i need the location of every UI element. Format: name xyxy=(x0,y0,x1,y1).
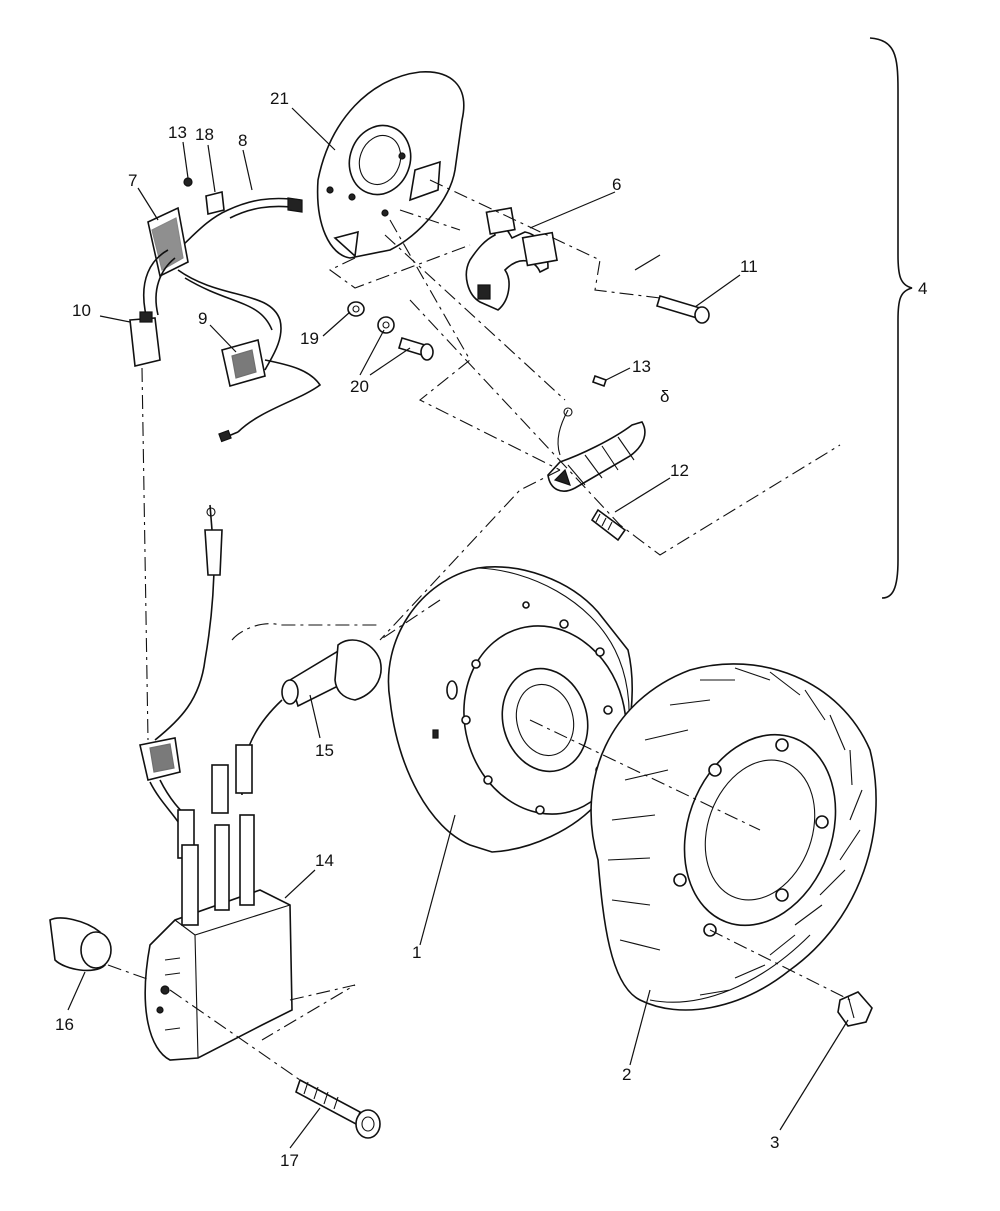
cover-outline xyxy=(231,623,380,641)
callout-17: 17 xyxy=(280,1151,299,1170)
screw-13-lower xyxy=(591,374,608,388)
callout-1: 1 xyxy=(412,943,421,962)
callout-leaders xyxy=(67,107,849,1149)
callout-20: 20 xyxy=(350,377,369,396)
callout-11: 11 xyxy=(740,257,758,276)
callout-13-upper: 13 xyxy=(168,123,187,142)
callout-7: 7 xyxy=(128,171,137,190)
lighting-coil xyxy=(465,206,558,311)
bolt-17 xyxy=(295,1078,381,1139)
screw-11 xyxy=(656,295,710,324)
ignition-wiring xyxy=(139,504,253,859)
cooling-fan xyxy=(590,663,877,1011)
callout-12: 12 xyxy=(670,461,689,480)
assembly-lines xyxy=(107,179,851,1081)
callout-5: δ xyxy=(660,387,669,406)
flywheel xyxy=(387,566,634,853)
wiring-harness xyxy=(129,177,322,443)
assembly-bracket xyxy=(869,37,913,599)
rubber-cap-16 xyxy=(49,917,112,972)
ignition-coil xyxy=(144,814,293,1061)
washer-and-screw xyxy=(347,301,434,361)
callout-2: 2 xyxy=(622,1065,631,1084)
callout-15: 15 xyxy=(315,741,334,760)
callout-4: 4 xyxy=(918,279,927,298)
stator-plate xyxy=(316,71,465,259)
callout-21: 19 xyxy=(300,329,319,348)
callout-16: 16 xyxy=(55,1015,74,1034)
bolt-3 xyxy=(837,991,873,1027)
callout-10: 10 xyxy=(72,301,91,320)
callout-3: 3 xyxy=(770,1133,779,1152)
callout-19: 21 xyxy=(270,89,289,108)
spark-plug-cap xyxy=(281,639,382,708)
callout-8: 8 xyxy=(238,131,247,150)
screw-12 xyxy=(590,508,627,542)
callout-18: 18 xyxy=(195,125,214,144)
charge-coil xyxy=(547,407,646,492)
callout-13-lower: 13 xyxy=(632,357,651,376)
callout-6: 6 xyxy=(612,175,621,194)
callout-9: 9 xyxy=(198,309,207,328)
callout-14: 14 xyxy=(315,851,334,870)
